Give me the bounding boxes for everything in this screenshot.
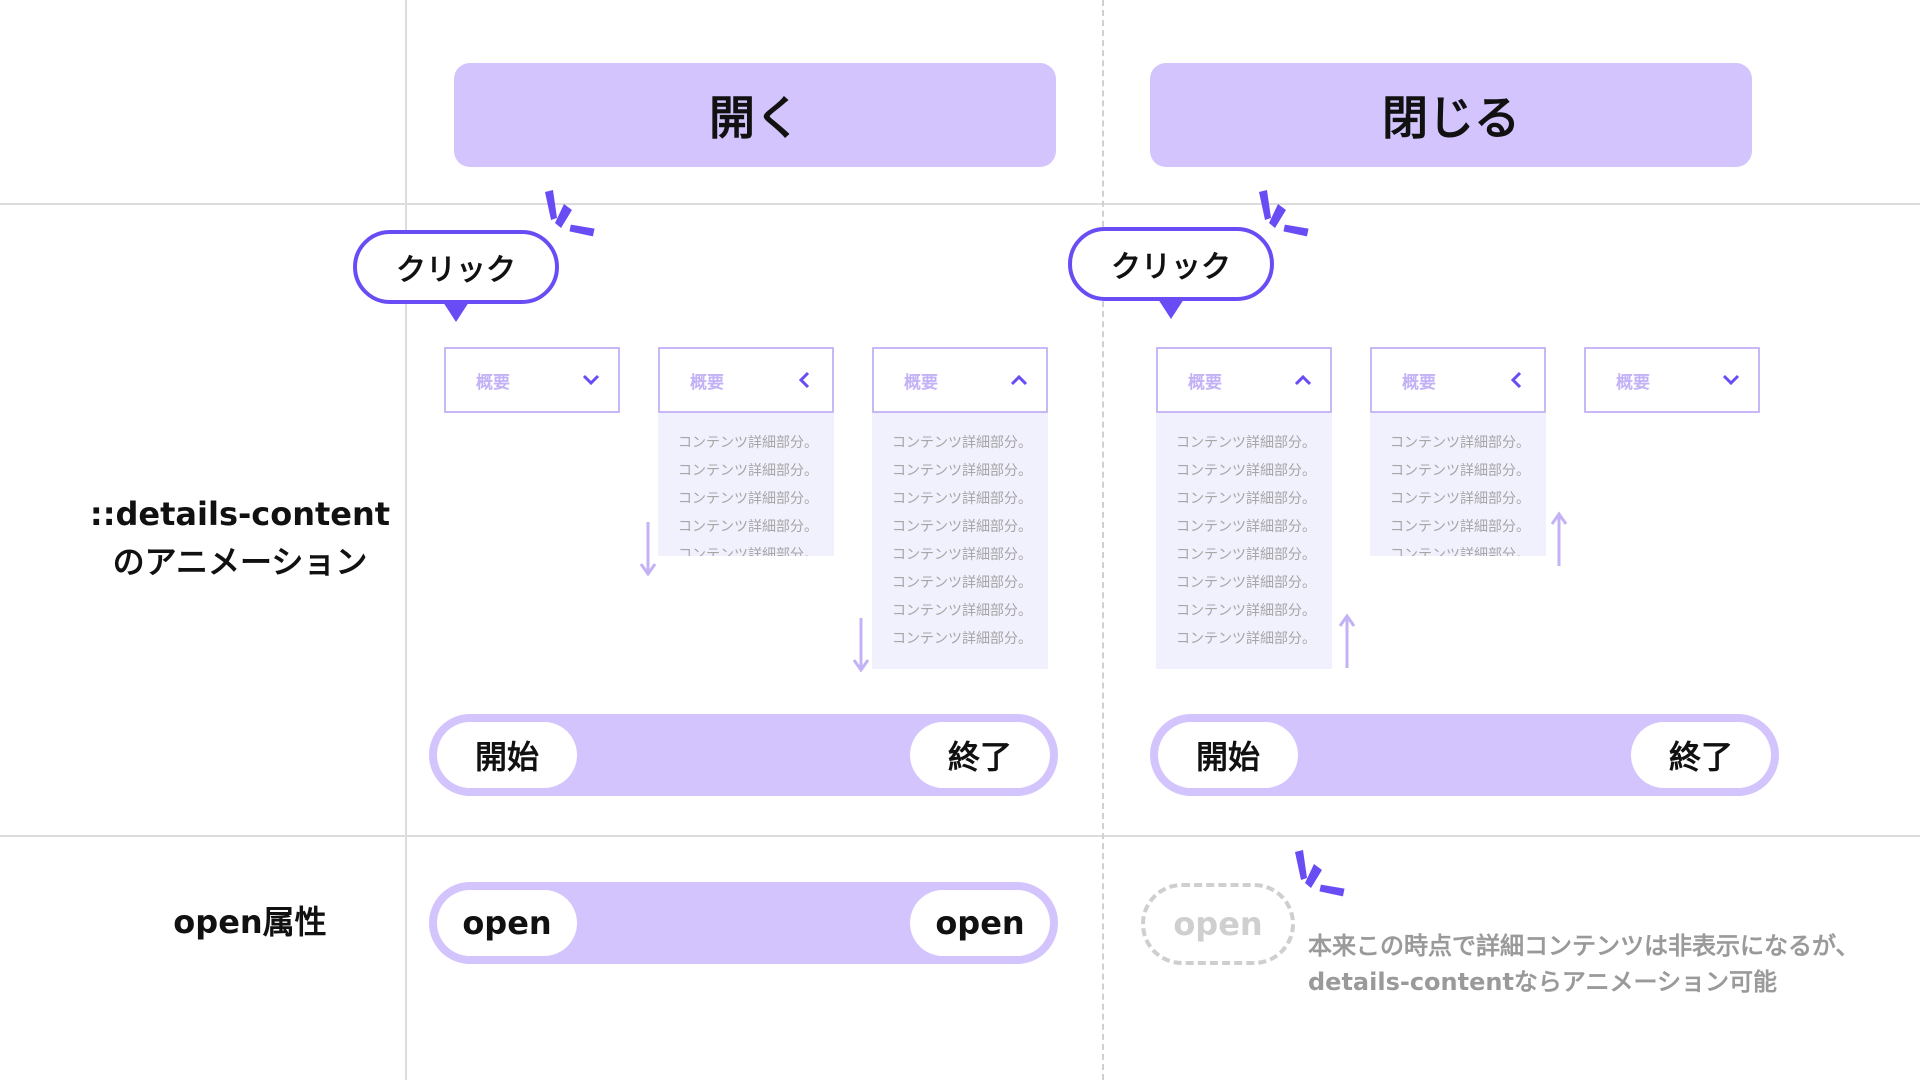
animation-row-label: ::details-content のアニメーション	[80, 490, 400, 586]
details-content-open-3: コンテンツ詳細部分。 コンテンツ詳細部分。 コンテンツ詳細部分。 コンテンツ詳細…	[872, 413, 1048, 669]
chevron-left-icon	[798, 371, 810, 389]
summary-label: 概要	[904, 372, 938, 393]
content-line: コンテンツ詳細部分。	[892, 603, 1032, 619]
open-attr-note: 本来この時点で詳細コンテンツは非表示になるが、 details-contentな…	[1308, 928, 1860, 1000]
content-line: コンテンツ詳細部分。	[892, 575, 1032, 591]
chevron-down-icon	[1722, 374, 1740, 386]
chevron-down-icon	[582, 374, 600, 386]
details-summary-close-1[interactable]: 概要	[1156, 347, 1332, 413]
close-column-header: 閉じる	[1150, 63, 1752, 167]
timeline-open-start: 開始	[437, 722, 577, 788]
summary-label: 概要	[690, 372, 724, 393]
details-summary-open-1[interactable]: 概要	[444, 347, 620, 413]
timeline-open: 開始 終了	[429, 714, 1058, 796]
content-line: コンテンツ詳細部分。	[678, 463, 818, 479]
content-line: コンテンツ詳細部分。	[892, 519, 1032, 535]
open-column-title: 開く	[709, 91, 801, 145]
open-attr-note-line2: details-contentならアニメーション可能	[1308, 968, 1777, 996]
content-line: コンテンツ詳細部分。	[1176, 547, 1316, 563]
content-line: コンテンツ詳細部分。	[892, 547, 1032, 563]
open-column-header: 開く	[454, 63, 1056, 167]
details-summary-open-3[interactable]: 概要	[872, 347, 1048, 413]
grid-line-center	[1102, 0, 1104, 1080]
summary-label: 概要	[476, 372, 510, 393]
sparkle-icon	[1295, 850, 1345, 897]
content-line: コンテンツ詳細部分。	[892, 491, 1032, 507]
details-content-close-1: コンテンツ詳細部分。 コンテンツ詳細部分。 コンテンツ詳細部分。 コンテンツ詳細…	[1156, 413, 1332, 669]
content-line: コンテンツ詳細部分。	[892, 435, 1032, 451]
close-column-title: 閉じる	[1382, 91, 1520, 145]
timeline-open-end: 終了	[910, 722, 1050, 788]
content-line: コンテンツ詳細部分。	[1390, 435, 1530, 451]
animation-row-label-line2: のアニメーション	[112, 543, 368, 581]
open-attr-removed: open	[1141, 883, 1295, 965]
click-bubble-open-tail	[443, 302, 469, 322]
chevron-up-icon	[1010, 374, 1028, 386]
content-line: コンテンツ詳細部分。	[1176, 575, 1316, 591]
open-attribute-row-label: open属性	[80, 898, 420, 946]
click-bubble-close-tail	[1158, 299, 1184, 319]
content-line: コンテンツ詳細部分。	[1176, 435, 1316, 451]
click-bubble-open-label: クリック	[396, 253, 516, 288]
click-bubble-close-label: クリック	[1111, 250, 1231, 285]
details-summary-open-2[interactable]: 概要	[658, 347, 834, 413]
details-content-close-2: コンテンツ詳細部分。 コンテンツ詳細部分。 コンテンツ詳細部分。 コンテンツ詳細…	[1370, 413, 1546, 556]
chevron-left-icon	[1510, 371, 1522, 389]
click-bubble-open: クリック	[353, 230, 559, 304]
grid-line-top	[0, 203, 1920, 205]
open-attr-open-end: open	[910, 890, 1050, 956]
content-line: コンテンツ詳細部分。	[1390, 519, 1530, 535]
open-attribute-row-label-text: open属性	[173, 903, 327, 941]
content-line: コンテンツ詳細部分。	[678, 519, 818, 535]
content-line: コンテンツ詳細部分。	[1176, 631, 1316, 647]
summary-label: 概要	[1616, 372, 1650, 393]
click-bubble-close: クリック	[1068, 227, 1274, 301]
details-content-open-2: コンテンツ詳細部分。 コンテンツ詳細部分。 コンテンツ詳細部分。 コンテンツ詳細…	[658, 413, 834, 556]
timeline-close: 開始 終了	[1150, 714, 1779, 796]
content-line: コンテンツ詳細部分。	[892, 463, 1032, 479]
open-attr-note-line1: 本来この時点で詳細コンテンツは非表示になるが、	[1308, 932, 1860, 960]
timeline-close-end: 終了	[1631, 722, 1771, 788]
grid-line-left	[405, 0, 407, 1080]
details-summary-close-3[interactable]: 概要	[1584, 347, 1760, 413]
animation-row-label-line1: ::details-content	[89, 495, 391, 533]
arrow-up-icon	[1338, 613, 1356, 668]
content-line: コンテンツ詳細部分。	[1176, 463, 1316, 479]
timeline-close-start: 開始	[1158, 722, 1298, 788]
details-summary-close-2[interactable]: 概要	[1370, 347, 1546, 413]
sparkle-icon	[545, 190, 595, 237]
arrow-down-icon	[852, 618, 870, 673]
sparkle-icon	[1259, 190, 1309, 237]
content-line: コンテンツ詳細部分。	[1390, 491, 1530, 507]
content-line: コンテンツ詳細部分。	[1390, 547, 1530, 556]
content-line: コンテンツ詳細部分。	[678, 491, 818, 507]
content-line: コンテンツ詳細部分。	[678, 435, 818, 451]
content-line: コンテンツ詳細部分。	[1390, 463, 1530, 479]
content-line: コンテンツ詳細部分。	[1176, 519, 1316, 535]
open-attr-open-start: open	[437, 890, 577, 956]
grid-line-bottom	[0, 835, 1920, 837]
arrow-up-icon	[1550, 511, 1568, 566]
arrow-down-icon	[639, 522, 657, 577]
content-line: コンテンツ詳細部分。	[678, 547, 818, 556]
content-line: コンテンツ詳細部分。	[1176, 491, 1316, 507]
content-line: コンテンツ詳細部分。	[892, 631, 1032, 647]
open-attr-open: open open	[429, 882, 1058, 964]
content-line: コンテンツ詳細部分。	[1176, 603, 1316, 619]
summary-label: 概要	[1402, 372, 1436, 393]
chevron-up-icon	[1294, 374, 1312, 386]
summary-label: 概要	[1188, 372, 1222, 393]
